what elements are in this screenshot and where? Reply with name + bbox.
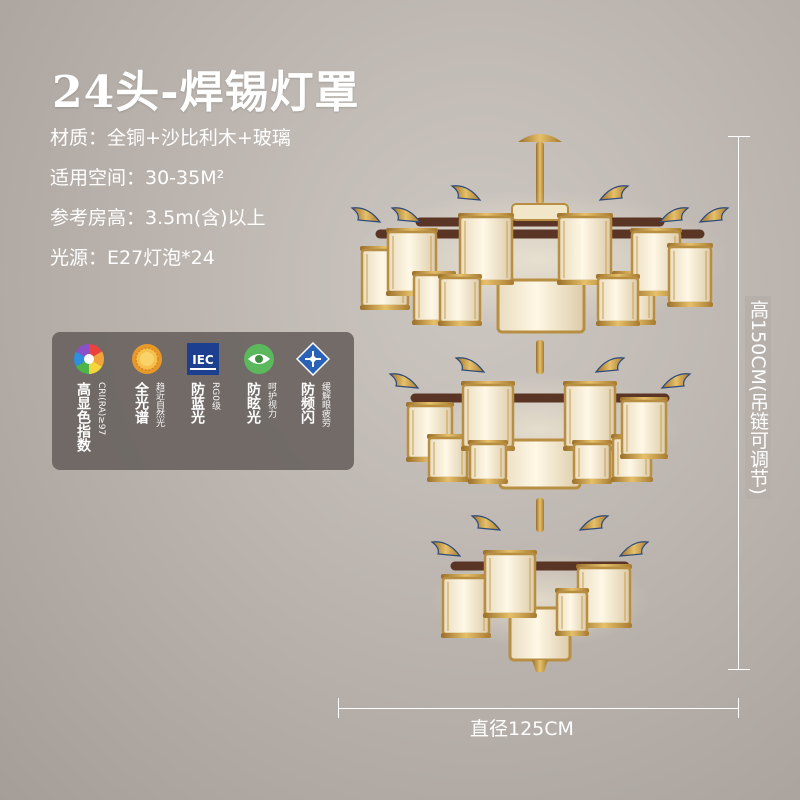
tier1-lamp-0-base: [360, 305, 410, 310]
tier3-lamp-1-base: [483, 613, 537, 618]
chain-top: [536, 142, 544, 204]
tier3-wing-center-r: [578, 515, 610, 531]
spec-material: 材质：全铜+沙比利木+玻璃: [50, 127, 291, 149]
tier1-center-top: [511, 203, 569, 221]
feature-full-spectrum: 全光谱 趋近自然光: [130, 342, 186, 464]
tier1-lamp-8: [438, 276, 482, 324]
feature-anti-flicker: 防频闪 缓解眼疲劳: [296, 342, 352, 464]
tier3-lamp-3-base: [555, 631, 589, 636]
chain-middle: [536, 340, 544, 374]
feature-anti-glare-label: 防眩光: [245, 382, 261, 424]
feature-anti-blue-label: 防蓝光: [189, 382, 205, 424]
feature-full-spectrum-label: 全光谱: [133, 382, 149, 424]
tier2-lamp-7-base: [572, 479, 612, 484]
feature-cri: 高显色指数 CRI(RA)≥97: [72, 342, 128, 464]
feature-anti-glare-sub: 呵护视力: [266, 382, 276, 418]
tier3-lamp-0-base: [441, 633, 491, 638]
tier3-wing-r: [618, 541, 650, 557]
tier3-wing-l: [430, 541, 462, 557]
feature-full-spectrum-sub: 趋近自然光: [154, 382, 164, 427]
tier2-wing-l: [388, 373, 420, 389]
tier1-wing-center-r: [598, 185, 630, 201]
feature-anti-glare: 防眩光 呵护视力: [242, 342, 298, 464]
spec-space: 适用空间：30-35M²: [50, 167, 225, 189]
tier2-lamp-5: [620, 399, 668, 457]
tier1-wing-1: [390, 207, 422, 223]
diameter-dimension-label: 直径125CM: [470, 718, 574, 740]
feature-cri-sub: CRI(RA)≥97: [96, 382, 106, 436]
tier1-lamp-9-base: [596, 321, 640, 326]
tier2-lamp-4-base: [611, 477, 653, 482]
svg-text:IEC: IEC: [192, 353, 214, 367]
tier1-lamp-7: [667, 245, 713, 305]
tier2-lamp-3: [563, 383, 617, 449]
tier1-center-drum: [496, 278, 586, 334]
feature-panel: 高显色指数 CRI(RA)≥97 全光谱 趋近自然光 IEC 防蓝光 RG0级 …: [52, 332, 354, 470]
tier2-lamp-1: [427, 436, 469, 480]
tier1-lamp-7-base: [667, 302, 713, 307]
tier2-wing-r: [660, 373, 692, 389]
feature-anti-flicker-sub: 缓解眼疲劳: [320, 382, 330, 427]
feature-anti-blue-sub: RG0级: [210, 382, 220, 410]
tier1-lamp-9: [596, 276, 640, 324]
height-dimension-tick-bottom: [728, 669, 750, 670]
tier2-lamp-2: [461, 383, 515, 449]
diameter-dimension-tick-left: [338, 698, 339, 718]
tier1-lamp-4: [557, 215, 613, 283]
tier1-wing-3: [698, 207, 730, 223]
tier1-wing-center-l: [450, 185, 482, 201]
flicker-diamond-icon: [296, 342, 330, 376]
tier3-wing-center-l: [470, 515, 502, 531]
iec-badge-icon: IEC: [187, 343, 219, 375]
feature-cri-label: 高显色指数: [75, 382, 91, 452]
height-dimension-tick-top: [728, 136, 750, 137]
spec-ceiling-height: 参考房高：3.5m(含)以上: [50, 207, 266, 229]
height-dimension-label: 高150CM(吊链可调节): [745, 296, 771, 499]
tier2-lamp-6-base: [468, 479, 508, 484]
tier1-wing-0: [350, 207, 382, 223]
tier3-lamp-2-base: [576, 623, 632, 628]
tier3-lamp-0: [441, 576, 491, 636]
tier1-lamp-8-base: [438, 321, 482, 326]
diameter-dimension-line: [338, 708, 739, 709]
tier3-lamp-1: [483, 552, 537, 616]
tier2-wing-center-l: [454, 357, 486, 373]
tier2-lamp-1-base: [427, 477, 469, 482]
ceiling-canopy: [518, 134, 562, 142]
spec-light-source: 光源：E27灯泡*24: [50, 247, 215, 269]
product-title: 24头-焊锡灯罩: [52, 67, 360, 118]
color-wheel-icon: [73, 344, 105, 374]
chain-bottom: [536, 498, 544, 532]
height-dimension-line: [738, 137, 739, 670]
feature-anti-blue: IEC 防蓝光 RG0级: [186, 342, 242, 464]
eye-icon: [244, 344, 274, 374]
sun-icon: [132, 344, 162, 374]
tier1-lamp-3: [458, 215, 514, 283]
spec-list: 材质：全铜+沙比利木+玻璃 适用空间：30-35M² 参考房高：3.5m(含)以…: [50, 118, 291, 278]
tier2-lamp-5-base: [620, 454, 668, 459]
tier1-wing-2: [658, 207, 690, 223]
tier2-wing-center-r: [594, 357, 626, 373]
diameter-dimension-tick-right: [738, 698, 739, 718]
tier3-finial: [532, 660, 548, 672]
feature-anti-flicker-label: 防频闪: [299, 382, 315, 424]
